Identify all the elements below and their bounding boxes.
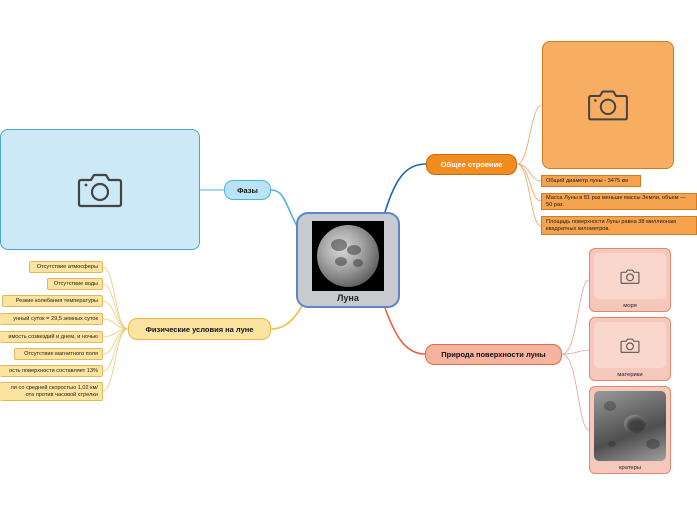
nature-card-caption: моря	[623, 303, 637, 309]
camera-icon	[620, 338, 640, 353]
moon-image	[312, 221, 384, 291]
structure-item[interactable]: Площадь поверхности Луны равна 38 миллио…	[541, 216, 697, 235]
topic-physical[interactable]: Физические условия на луне	[128, 318, 271, 340]
central-node[interactable]: Луна	[296, 212, 400, 308]
structure-item[interactable]: Общий диаметр луны - 3475 км	[541, 175, 641, 187]
nature-card-craters[interactable]: кратеры	[589, 386, 671, 474]
physical-item[interactable]: Резкие колебания температуры	[2, 295, 103, 307]
topic-structure[interactable]: Общее строение	[426, 154, 517, 175]
topic-nature[interactable]: Природа поверхности луны	[425, 344, 562, 365]
physical-item[interactable]: Отсутствие воды	[47, 278, 103, 290]
physical-item[interactable]: ость поверхности составляет 13%	[0, 365, 103, 377]
structure-item[interactable]: Масса Луны в 81 раз меньше массы Земли, …	[541, 193, 697, 210]
phases-image-placeholder[interactable]	[0, 129, 200, 250]
physical-item[interactable]: ли со средней скоростью 1,02 км/ ота про…	[0, 382, 103, 401]
physical-item[interactable]: унный суток = 29,5 земных суток	[0, 313, 103, 325]
structure-image-placeholder[interactable]	[542, 41, 674, 169]
camera-icon	[588, 90, 628, 121]
nature-card-seas[interactable]: моря	[589, 248, 671, 312]
nature-card-continents[interactable]: материки	[589, 317, 671, 381]
physical-item[interactable]: Отсутствие магнитного поля	[14, 348, 103, 360]
nature-card-caption: кратеры	[618, 465, 642, 471]
crater-image	[594, 391, 666, 461]
camera-icon	[620, 269, 640, 284]
topic-phases[interactable]: Фазы	[224, 180, 271, 200]
central-title: Луна	[337, 293, 359, 303]
camera-icon	[77, 173, 123, 207]
physical-item[interactable]: имость созвездий и днем, и ночью	[0, 331, 103, 343]
physical-item[interactable]: Отсутствие атмосферы	[29, 261, 103, 273]
nature-card-caption: материки	[617, 372, 643, 378]
